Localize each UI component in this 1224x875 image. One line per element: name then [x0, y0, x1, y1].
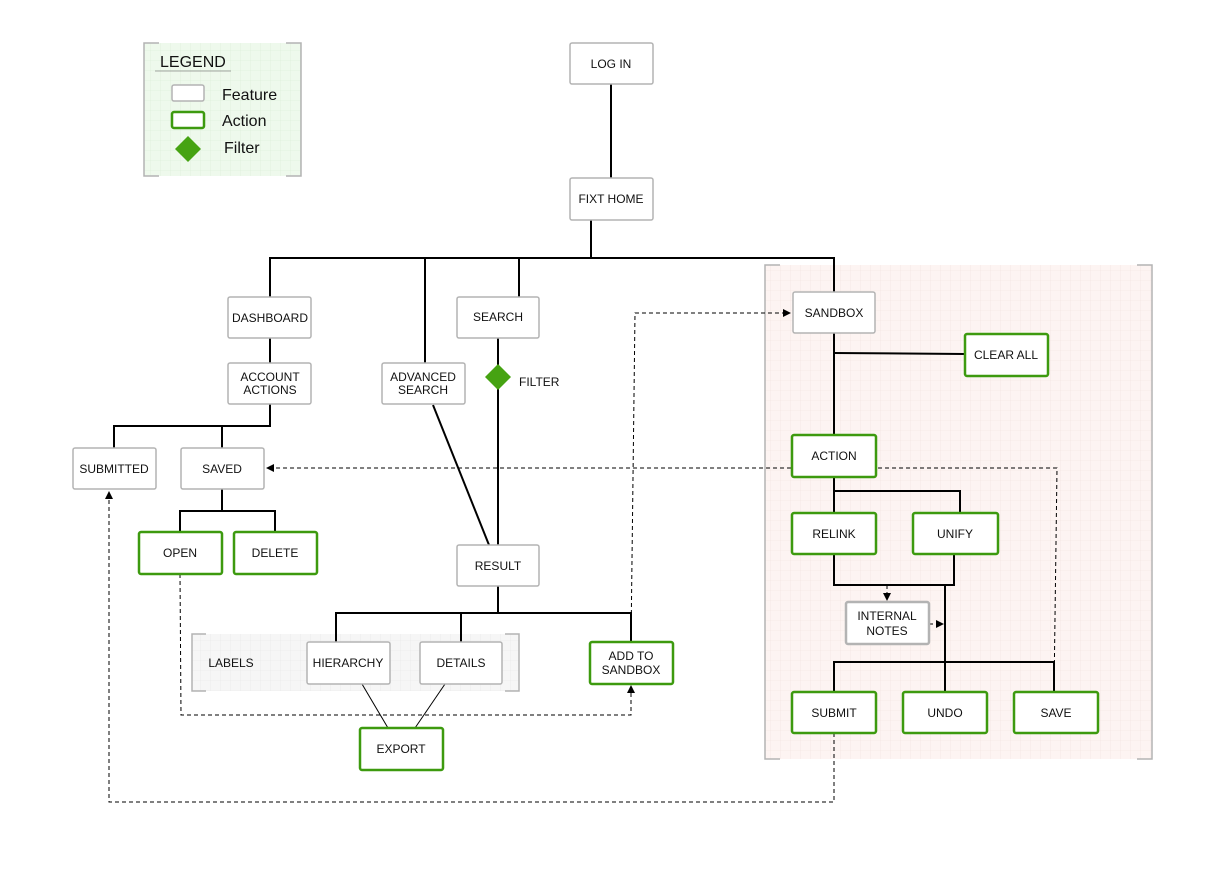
account-actions-label-line2: ACTIONS: [243, 383, 296, 397]
save-to-saved-link: [266, 464, 1058, 693]
legend-filter-diamond-icon: [175, 136, 201, 162]
legend-feature-swatch: [171, 84, 205, 102]
filter-label: FILTER: [519, 375, 560, 389]
add-to-sandbox-link: [630, 309, 791, 643]
advanced-search-label-line1: ADVANCED: [390, 370, 456, 384]
delete-label: DELETE: [252, 546, 299, 560]
export-label: EXPORT: [376, 742, 426, 756]
saved-node[interactable]: SAVED: [180, 447, 265, 490]
submit-button[interactable]: SUBMIT: [790, 690, 878, 735]
relink-label: RELINK: [812, 527, 855, 541]
legend-filter-label: Filter: [224, 140, 260, 157]
advanced-search-node[interactable]: ADVANCED SEARCH: [381, 362, 466, 405]
search-label: SEARCH: [473, 310, 523, 324]
clear-all-label: CLEAR ALL: [974, 348, 1038, 362]
legend-frame: [143, 42, 302, 177]
action-label: ACTION: [811, 449, 856, 463]
open-button[interactable]: OPEN: [137, 530, 224, 576]
details-node[interactable]: DETAILS: [419, 641, 503, 685]
hierarchy-label: HIERARCHY: [313, 656, 384, 670]
submitted-label: SUBMITTED: [79, 462, 149, 476]
action-button[interactable]: ACTION: [790, 433, 878, 479]
fixt-home-label: FIXT HOME: [578, 192, 643, 206]
legend-action-label: Action: [222, 113, 266, 130]
relink-button[interactable]: RELINK: [790, 511, 878, 556]
legend-title: LEGEND: [160, 54, 226, 71]
result-label: RESULT: [475, 559, 522, 573]
undo-button[interactable]: UNDO: [901, 690, 989, 735]
legend-background: [144, 43, 301, 176]
submitted-node[interactable]: SUBMITTED: [72, 447, 157, 490]
clear-all-button[interactable]: CLEAR ALL: [963, 332, 1050, 378]
submit-to-submitted-link: [105, 491, 835, 803]
login-node[interactable]: LOG IN: [569, 42, 654, 85]
sandbox-region-frame: [764, 264, 1153, 760]
legend-feature-label: Feature: [222, 87, 277, 104]
unify-button[interactable]: UNIFY: [911, 511, 1000, 556]
internal-notes-label-line2: NOTES: [866, 624, 907, 638]
advanced-search-label-line2: SEARCH: [398, 383, 448, 397]
submit-label: SUBMIT: [811, 706, 857, 720]
sandbox-label: SANDBOX: [805, 306, 864, 320]
hierarchy-node[interactable]: HIERARCHY: [306, 641, 391, 685]
delete-button[interactable]: DELETE: [232, 530, 319, 576]
legend: LEGEND Feature Action Filter: [143, 42, 302, 177]
dashboard-node[interactable]: DASHBOARD: [227, 296, 312, 339]
undo-label: UNDO: [927, 706, 962, 720]
account-actions-label-line1: ACCOUNT: [240, 370, 300, 384]
saved-label: SAVED: [202, 462, 242, 476]
filter-node[interactable]: FILTER: [485, 364, 560, 390]
add-to-sandbox-button[interactable]: ADD TO SANDBOX: [588, 640, 675, 686]
fixt-home-node[interactable]: FIXT HOME: [569, 177, 654, 221]
unify-label: UNIFY: [937, 527, 973, 541]
result-node[interactable]: RESULT: [456, 544, 540, 587]
export-connectors: [361, 683, 446, 729]
internal-notes-node[interactable]: INTERNAL NOTES: [844, 600, 931, 646]
account-actions-node[interactable]: ACCOUNT ACTIONS: [227, 362, 312, 405]
details-label: DETAILS: [436, 656, 485, 670]
legend-action-swatch: [170, 110, 206, 130]
dashed-connectors: [105, 309, 1058, 803]
open-to-add-link: [179, 573, 635, 716]
save-label: SAVE: [1040, 706, 1071, 720]
labels-region-frame: [191, 633, 520, 692]
open-label: OPEN: [163, 546, 197, 560]
export-button[interactable]: EXPORT: [358, 726, 445, 772]
internal-notes-label-line1: INTERNAL: [857, 609, 917, 623]
search-node[interactable]: SEARCH: [456, 296, 540, 339]
sandbox-node[interactable]: SANDBOX: [792, 291, 876, 334]
add-to-sandbox-label-line2: SANDBOX: [602, 663, 661, 677]
dashboard-label: DASHBOARD: [232, 311, 308, 325]
filter-diamond-icon: [485, 364, 511, 390]
labels-label: LABELS: [208, 656, 253, 670]
save-button[interactable]: SAVE: [1012, 690, 1100, 735]
login-label: LOG IN: [591, 57, 632, 71]
add-to-sandbox-label-line1: ADD TO: [609, 649, 654, 663]
